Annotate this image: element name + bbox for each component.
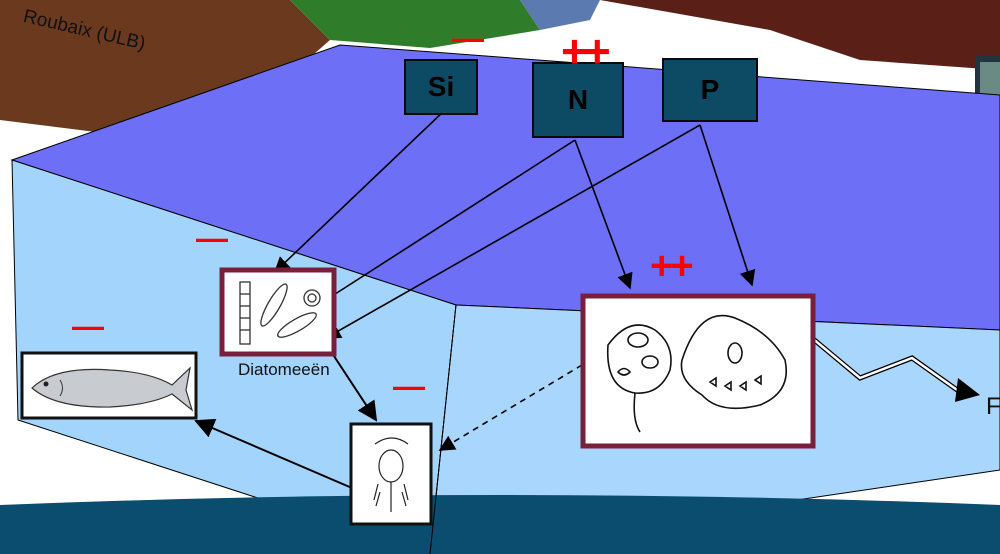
si-decrease-mark: —: [452, 20, 484, 56]
flagellate-increase-mark: ++: [650, 244, 694, 288]
dinoflagellate-drawing: [606, 314, 787, 433]
diatom-drawing: [239, 281, 321, 345]
silicon-box: Si: [404, 59, 478, 115]
n-increase-mark: ++: [561, 25, 611, 77]
nitrogen-box: N: [532, 62, 624, 138]
arrow-p-flagellate: [699, 124, 756, 287]
land-green: [290, 0, 540, 48]
copepod-drawing: [373, 437, 409, 512]
arrow-copepod-fish: [194, 418, 353, 489]
arrow-diatom-copepod: [329, 349, 378, 422]
arrow-n-diatom: [316, 139, 576, 306]
diatom-decrease-mark: —: [196, 220, 228, 256]
arrow-p-diatom: [324, 124, 701, 339]
edge-letter: F: [986, 393, 1000, 420]
bottom-band: [0, 495, 1000, 554]
fish-drawing: [31, 366, 194, 412]
diatom-caption: Diatomeeën: [238, 360, 330, 379]
water-front-face: [11, 159, 457, 554]
zigzag-arrowhead: [955, 378, 980, 402]
arrow-si-diatom: [273, 109, 446, 274]
river: [520, 0, 600, 30]
arrow-n-flagellate: [574, 139, 633, 290]
arrow-flagellate-copepod: [438, 364, 583, 451]
fish-decrease-mark: —: [72, 308, 104, 344]
phosphorus-label: P: [700, 74, 720, 105]
diatom-frame: [219, 267, 337, 357]
nitrogen-label: N: [567, 84, 589, 115]
land-right: [600, 0, 1000, 70]
silicon-label: Si: [427, 71, 455, 102]
copepod-decrease-mark: —: [393, 368, 425, 404]
flagellate-frame: [580, 293, 816, 449]
phosphorus-box: P: [662, 58, 758, 122]
